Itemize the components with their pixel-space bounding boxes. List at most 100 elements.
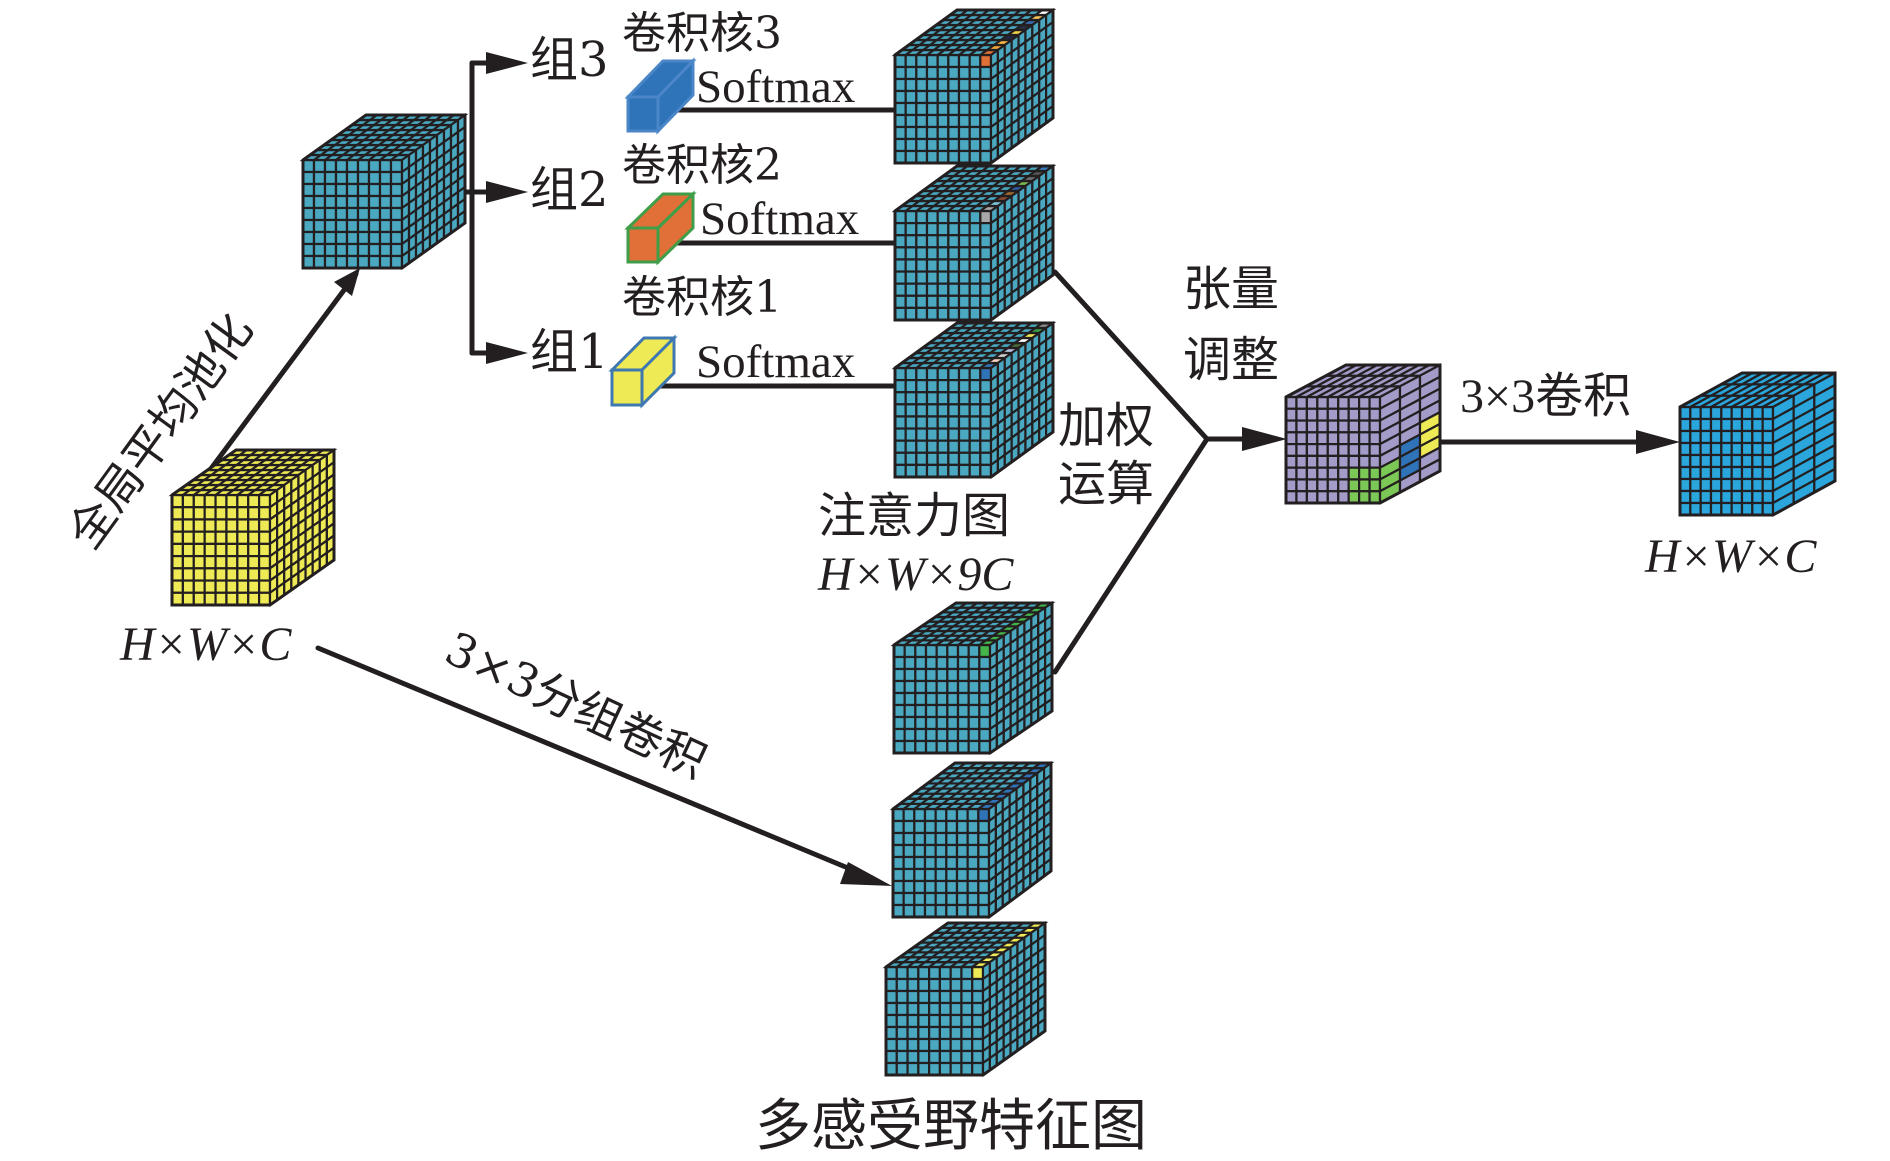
- multi-rf-feature-3-cube: [882, 920, 1049, 1078]
- cube-cell: [367, 158, 382, 174]
- cube-cell: [903, 739, 917, 755]
- cube-cell: [957, 366, 971, 382]
- cube-cell: [904, 77, 918, 93]
- cube-cell: [914, 667, 928, 683]
- cube-cell: [923, 891, 937, 907]
- kernel1-label: 卷积核1: [622, 272, 782, 323]
- cube-cell: [938, 1001, 952, 1017]
- cube-cell: [978, 655, 992, 671]
- cube-cell: [979, 246, 993, 261]
- cube-cell: [936, 222, 950, 237]
- cube-cell: [977, 891, 991, 907]
- cube-cell: [893, 101, 907, 117]
- cube-cell: [214, 579, 228, 594]
- cube-cell: [884, 1001, 898, 1017]
- cube-cell: [1284, 454, 1298, 469]
- cube-cell: [1751, 405, 1764, 421]
- cube-cell: [979, 137, 993, 153]
- cube-cell: [957, 391, 971, 406]
- cube-cell: [203, 530, 217, 545]
- cube-cell: [1368, 431, 1382, 446]
- cube-cell: [1761, 429, 1775, 445]
- cube-cell: [225, 591, 239, 607]
- cube-cell: [389, 218, 404, 234]
- cube-cell: [1678, 477, 1692, 493]
- cube-cell: [1368, 395, 1382, 410]
- cube-cell: [884, 1049, 898, 1065]
- cube-cell: [906, 965, 920, 981]
- cube-cell: [1761, 417, 1775, 433]
- cube-cell: [895, 1025, 909, 1041]
- cube-cell: [968, 149, 982, 165]
- cube-cell: [884, 1037, 898, 1053]
- cube-cell: [356, 182, 371, 198]
- multi-rf-feature-2-cube-outline: [891, 761, 1053, 919]
- cube-cell: [914, 679, 928, 695]
- cube-cell: [979, 125, 993, 141]
- cube-cell: [960, 1013, 974, 1029]
- cube-cell: [892, 715, 906, 731]
- cube-cell: [1326, 407, 1340, 422]
- cube-cell: [181, 506, 195, 521]
- cube-cell: [925, 379, 939, 394]
- cube-cell: [904, 439, 918, 454]
- cube-cell: [955, 879, 969, 895]
- attention-map-2-cube-top-face: [891, 164, 1057, 213]
- cube-cell: [925, 294, 939, 309]
- cube-cell: [225, 518, 239, 533]
- cube-cell: [323, 242, 338, 258]
- input-feature-cube-front-face: [170, 493, 272, 607]
- cube-cell: [915, 222, 929, 237]
- cube-cell: [892, 655, 906, 671]
- cube-cell: [936, 137, 950, 153]
- cube-cell: [345, 230, 360, 246]
- cube-cell: [893, 89, 907, 105]
- cube-cell: [1358, 454, 1371, 469]
- cube-cell: [957, 282, 971, 297]
- cube-cell: [170, 542, 184, 558]
- cube-cell: [906, 989, 920, 1005]
- group3-label: 组3: [530, 32, 609, 88]
- cube-cell: [312, 158, 327, 174]
- cube-cell: [236, 518, 250, 533]
- cube-cell: [949, 1061, 963, 1077]
- cube-cell: [938, 965, 952, 981]
- cube-cell: [914, 703, 928, 719]
- cube-cell: [1284, 490, 1298, 505]
- cube-cell: [1358, 395, 1371, 410]
- cube-cell: [170, 579, 184, 594]
- cube-cell: [1740, 453, 1754, 469]
- cube-cell: [214, 530, 228, 545]
- cube-cell: [345, 182, 360, 198]
- cube-cell: [928, 1013, 941, 1029]
- cube-cell: [1730, 465, 1744, 481]
- cube-cell: [1316, 478, 1329, 493]
- cube-cell: [904, 270, 918, 285]
- cube-cell: [893, 366, 907, 382]
- cube-cell: [214, 518, 228, 533]
- cube-cell: [968, 125, 982, 141]
- cube-cell: [1730, 405, 1744, 421]
- cube-cell: [957, 89, 971, 105]
- cube-cell: [247, 542, 261, 558]
- cube-cell: [1761, 501, 1775, 517]
- cube-cell: [1337, 407, 1350, 422]
- cube-cell: [968, 427, 982, 442]
- cube-cell: [946, 703, 960, 719]
- cube-cell: [1689, 501, 1702, 517]
- cube-cell: [192, 591, 206, 607]
- cube-cell: [1326, 466, 1340, 481]
- cube-cell: [978, 703, 992, 719]
- cube-cell: [947, 101, 961, 117]
- cube-cell: [1751, 417, 1764, 433]
- cube-cell: [968, 379, 982, 394]
- cube-cell: [915, 101, 929, 117]
- cube-cell: [936, 439, 950, 454]
- group-conv-arrowhead-icon: [840, 862, 892, 886]
- cube-cell: [1337, 431, 1350, 446]
- cube-cell: [367, 230, 382, 246]
- cube-cell: [884, 965, 898, 981]
- cube-cell: [1751, 453, 1764, 469]
- cube-cell: [1678, 441, 1692, 457]
- cube-cell: [192, 530, 206, 545]
